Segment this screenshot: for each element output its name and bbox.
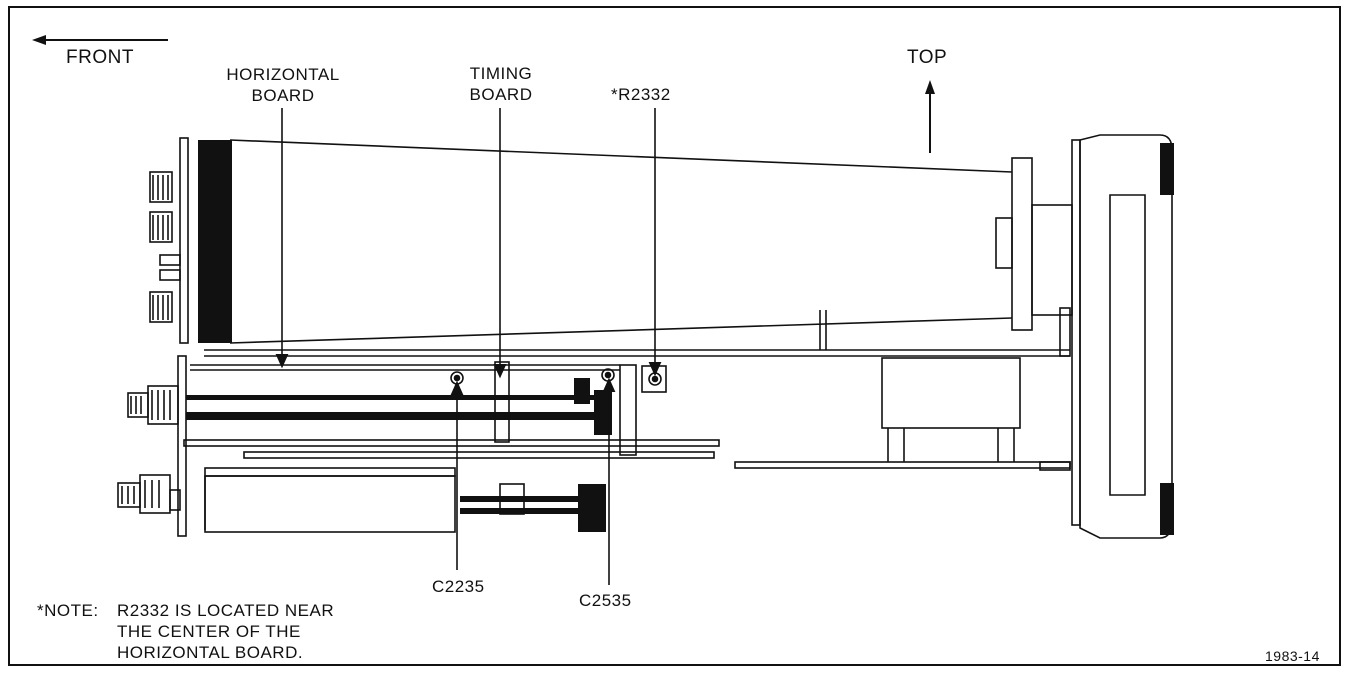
c2535-label: C2535 [579, 591, 632, 610]
lower-assembly [117, 355, 720, 537]
c2235-label: C2235 [432, 577, 485, 596]
front-label: FRONT [66, 47, 134, 68]
figure-number: 1983-14 [1265, 648, 1320, 664]
horizontal-board-label: HORIZONTAL BOARD [226, 65, 340, 105]
r2332-label: *R2332 [611, 85, 671, 104]
timing-board-label: TIMING BOARD [469, 64, 533, 104]
front-arrow [32, 35, 168, 45]
leader-lines [275, 108, 662, 585]
chassis [204, 134, 1174, 539]
diagram-frame [8, 6, 1341, 666]
top-arrow [925, 80, 935, 153]
crt-tube [198, 139, 1073, 344]
top-label: TOP [907, 47, 948, 68]
note-prefix: *NOTE: [37, 601, 99, 620]
front-panel-upper [149, 137, 189, 344]
note-text: R2332 IS LOCATED NEAR THE CENTER OF THE … [117, 601, 335, 662]
